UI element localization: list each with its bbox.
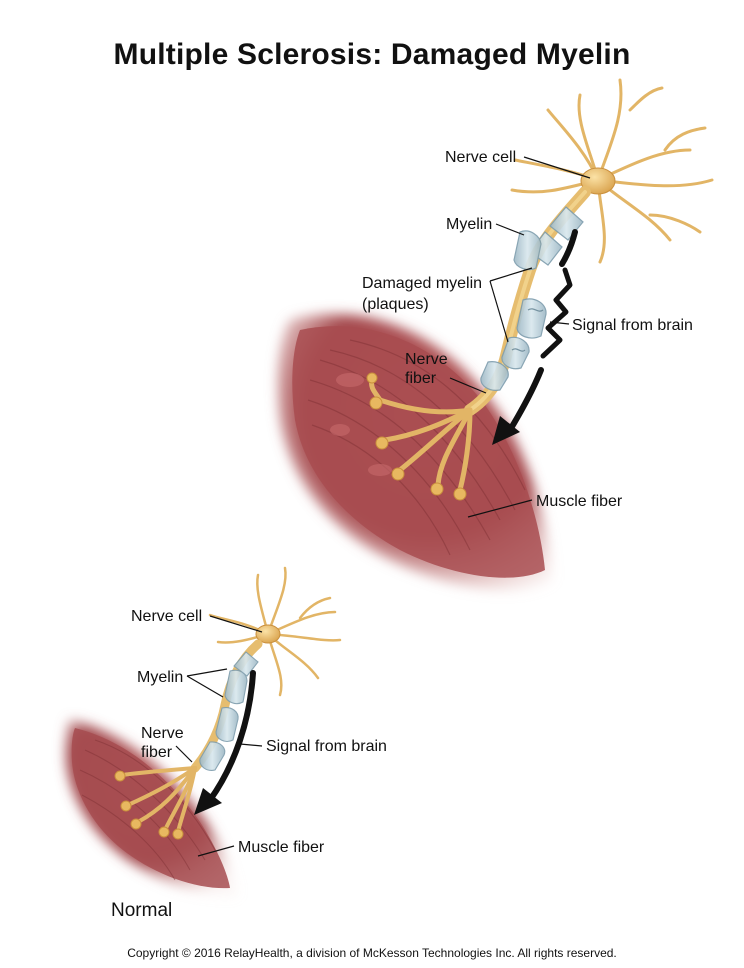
muscle-fiber-normal [65,720,238,896]
label-fiber-normal: fiber [141,744,173,761]
signal-arrow-normal [207,670,256,803]
signal-arrowhead-damaged [492,416,520,445]
label-myelin-damaged: Myelin [446,216,493,233]
label-nerve-cell-normal: Nerve cell [131,608,203,625]
signal-arrowhead-normal [194,788,222,815]
leader-lines [175,156,591,857]
signal-arrow-damaged [507,229,578,433]
muscle-fiber-damaged [277,313,552,591]
label-muscle-fiber-normal: Muscle fiber [238,839,325,856]
label-nerve-damaged: Nerve [405,351,448,368]
normal-caption: Normal [111,900,173,921]
label-muscle-fiber-damaged: Muscle fiber [536,493,623,510]
label-signal-normal: Signal from brain [266,738,387,755]
label-myelin-normal: Myelin [137,669,184,686]
label-nerve-normal: Nerve [141,725,184,742]
copyright-notice: Copyright © 2016 RelayHealth, a division… [127,946,617,960]
label-damaged-myelin: Damaged myelin [362,275,483,292]
label-fiber-damaged: fiber [405,370,437,387]
label-plaques: (plaques) [362,296,429,313]
label-signal-damaged: Signal from brain [572,317,693,334]
nerve-cell-normal [114,566,342,840]
label-nerve-cell-damaged: Nerve cell [445,149,517,166]
page-title: Multiple Sclerosis: Damaged Myelin [113,38,631,71]
